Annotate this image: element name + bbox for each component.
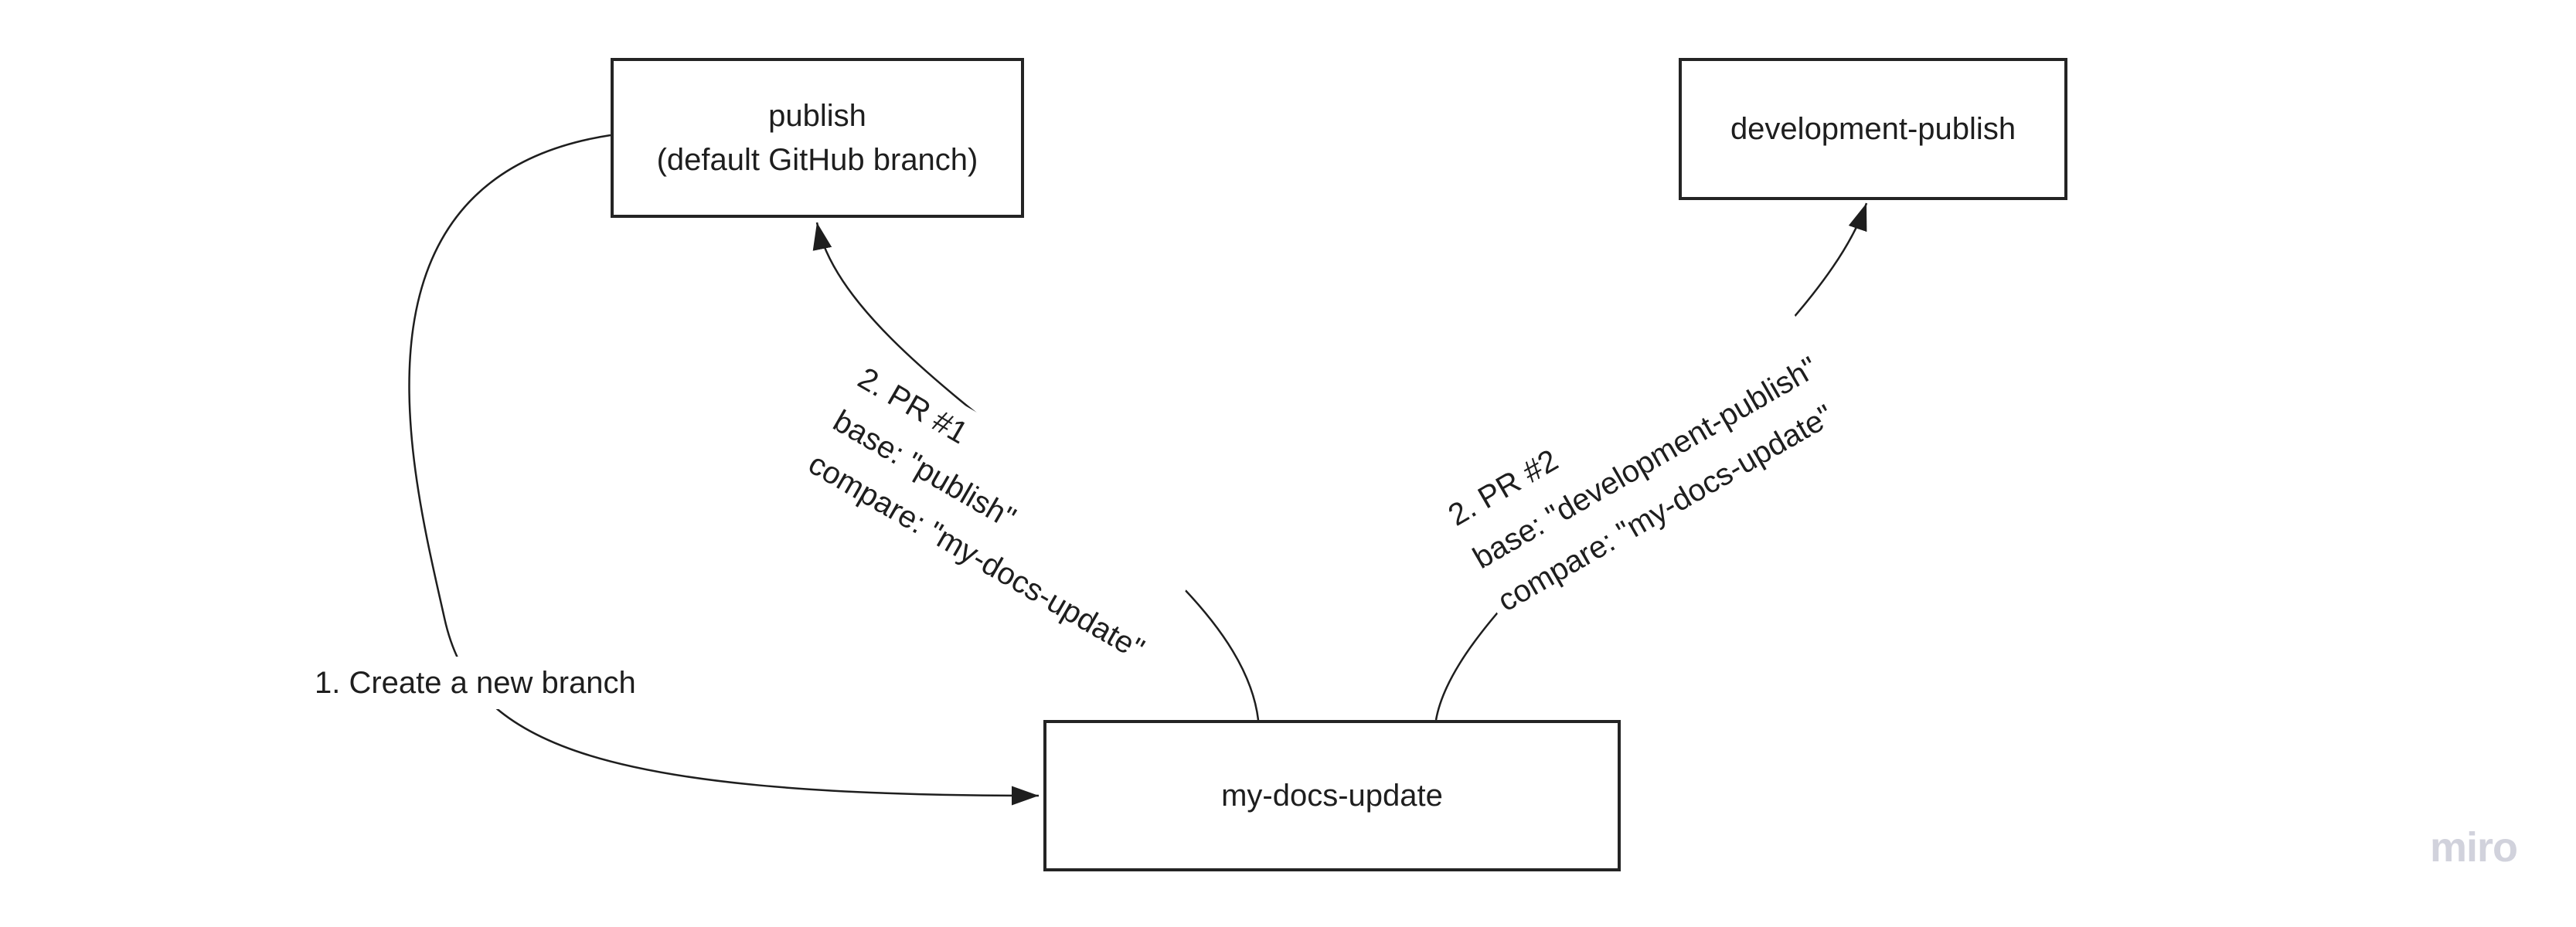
node-my-docs-update[interactable]: my-docs-update bbox=[1043, 720, 1621, 871]
node-publish-label-line2: (default GitHub branch) bbox=[656, 142, 978, 177]
node-development-publish-label: development-publish bbox=[1730, 111, 2016, 146]
node-publish-label-line1: publish bbox=[768, 98, 866, 133]
node-my-docs-update-label: my-docs-update bbox=[1221, 778, 1443, 813]
miro-watermark: miro bbox=[2429, 824, 2518, 871]
connector-label-create-branch[interactable]: 1. Create a new branch bbox=[307, 657, 644, 709]
node-development-publish[interactable]: development-publish bbox=[1679, 58, 2067, 200]
node-publish[interactable]: publish (default GitHub branch) bbox=[611, 58, 1024, 218]
connector-create-branch[interactable] bbox=[408, 134, 1040, 806]
